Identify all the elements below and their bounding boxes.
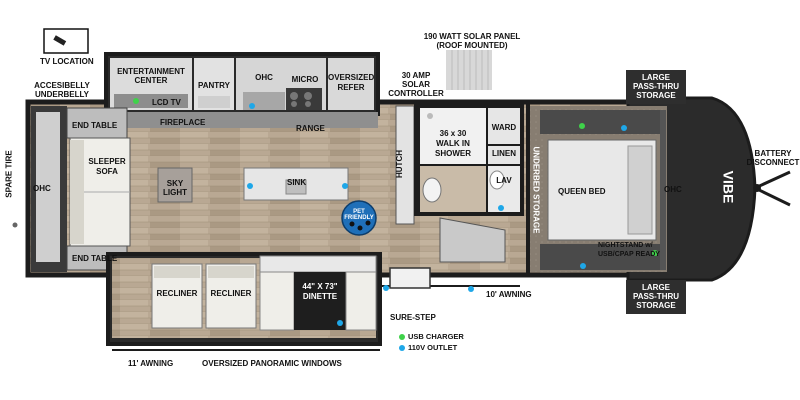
solar-panel bbox=[446, 50, 492, 90]
solar-controller-label-3: CONTROLLER bbox=[388, 89, 444, 98]
entertainment-center-label-1: ENTERTAINMENT bbox=[117, 67, 185, 76]
micro-label: MICRO bbox=[291, 75, 319, 84]
outlet-markers bbox=[247, 103, 627, 351]
sure-step-label: SURE-STEP bbox=[390, 313, 436, 322]
bathroom bbox=[395, 104, 524, 263]
pass-thru-storage-top bbox=[626, 70, 686, 104]
recliner-left-label: RECLINER bbox=[156, 289, 198, 298]
brand-logo: VIBE bbox=[720, 170, 737, 204]
ward-label: WARD bbox=[491, 123, 517, 132]
bedroom-ohc-label: OHC bbox=[664, 185, 682, 194]
lav-label: LAV bbox=[496, 176, 512, 185]
sky-light-label-2: LIGHT bbox=[163, 188, 187, 197]
pantry-label: PANTRY bbox=[198, 81, 230, 90]
pass-thru-top-label-2: PASS-THRU bbox=[632, 82, 680, 91]
pet-friendly-badge bbox=[341, 200, 377, 236]
pass-thru-bottom-label-1: LARGE bbox=[642, 283, 670, 292]
hutch-label: HUTCH bbox=[395, 150, 404, 178]
queen-bed-label: QUEEN BED bbox=[558, 187, 606, 196]
tv-location-marker bbox=[43, 28, 89, 54]
refer-label-2: REFER bbox=[337, 83, 365, 92]
solar-controller-label-2: SOLAR bbox=[402, 80, 430, 89]
sky-light-label-1: SKY bbox=[166, 179, 184, 188]
dinette-label-2: DINETTE bbox=[302, 292, 338, 301]
awning-10-label: 10' AWNING bbox=[486, 290, 532, 299]
awning-11-label: 11' AWNING bbox=[128, 359, 174, 368]
pass-thru-storage-bottom bbox=[626, 280, 686, 314]
rear-lounge bbox=[12, 106, 193, 272]
end-table-top-label: END TABLE bbox=[72, 121, 118, 130]
kitchen-slide bbox=[104, 52, 380, 128]
pass-thru-top-label-3: STORAGE bbox=[636, 91, 676, 100]
sure-step bbox=[389, 267, 431, 289]
shower-label-1: 36 x 30 bbox=[439, 129, 467, 138]
range-label: RANGE bbox=[296, 124, 325, 133]
kitchen-island bbox=[243, 167, 349, 201]
linen-label: LINEN bbox=[492, 149, 516, 158]
refer-label-1: OVERSIZED bbox=[328, 73, 375, 82]
rear-ohc-label: OHC bbox=[33, 184, 51, 193]
legend-outlet-label: 110V OUTLET bbox=[408, 343, 458, 352]
entertainment-center-label-2: CENTER bbox=[134, 76, 168, 85]
pass-thru-bottom-label-3: STORAGE bbox=[636, 301, 676, 310]
underbed-storage-label: UNDERBED STORAGE bbox=[531, 146, 541, 234]
fireplace-label: FIREPLACE bbox=[160, 118, 206, 127]
sleeper-sofa-label-2: SOFA bbox=[96, 167, 118, 176]
legend-usb-label: USB CHARGER bbox=[408, 332, 464, 341]
kitchen-ohc-label: OHC bbox=[255, 73, 273, 82]
nightstand-label-1: NIGHTSTAND w/ bbox=[598, 242, 653, 249]
lcd-tv-label: LCD TV bbox=[152, 98, 181, 107]
sink-label: SINK bbox=[287, 178, 307, 187]
pass-thru-bottom-label-2: PASS-THRU bbox=[632, 292, 680, 301]
battery-label-1: BATTERY bbox=[754, 149, 792, 158]
solar-controller-label-1: 30 AMP bbox=[401, 71, 431, 80]
dinette-label-1: 44" X 73" bbox=[302, 282, 338, 291]
end-table-bottom-label: END TABLE bbox=[72, 254, 118, 263]
underbelly-label-1: ACCESIBELLY bbox=[34, 81, 90, 90]
usb-charger-markers bbox=[133, 98, 658, 340]
pass-thru-top-label-1: LARGE bbox=[642, 73, 670, 82]
pet-label-1: PET bbox=[353, 209, 365, 215]
spare-tire-label: SPARE TIRE bbox=[4, 150, 14, 198]
sleeper-sofa-label-1: SLEEPER bbox=[88, 157, 126, 166]
pet-label-2: FRIENDLY bbox=[344, 215, 374, 221]
underbelly-label-2: UNDERBELLY bbox=[35, 90, 89, 99]
panoramic-windows-label: OVERSIZED PANORAMIC WINDOWS bbox=[202, 359, 342, 368]
bedroom bbox=[526, 104, 666, 274]
shower-label-3: SHOWER bbox=[435, 149, 471, 158]
dinette-slide bbox=[106, 252, 382, 346]
nightstand-label-2: USB/CPAP READY bbox=[598, 251, 660, 258]
solar-panel-label-2: (ROOF MOUNTED) bbox=[436, 41, 508, 50]
shower-label-2: WALK IN bbox=[436, 139, 470, 148]
tv-location-label: TV LOCATION bbox=[40, 57, 94, 66]
solar-panel-label-1: 190 WATT SOLAR PANEL bbox=[423, 32, 521, 41]
recliner-right-label: RECLINER bbox=[210, 289, 252, 298]
battery-label-2: DISCONNECT bbox=[746, 158, 800, 167]
